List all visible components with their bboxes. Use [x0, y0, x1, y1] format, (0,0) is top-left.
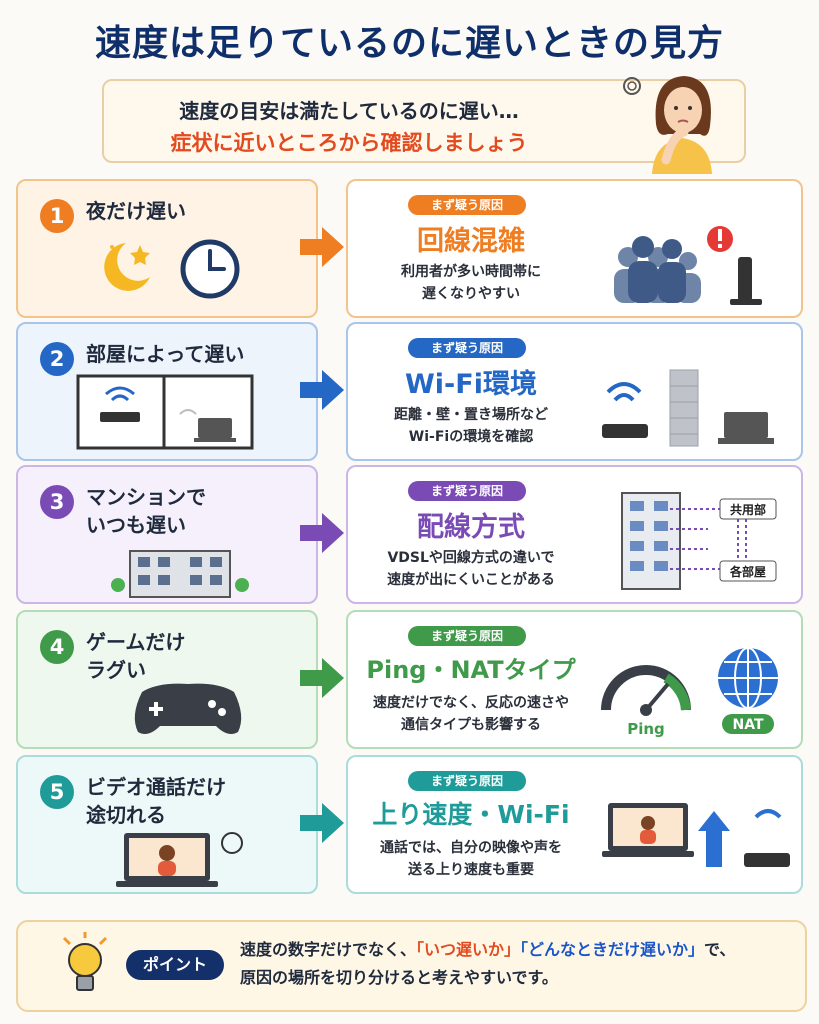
lightbulb-icon: [62, 932, 108, 991]
thinking-woman-icon: [623, 76, 712, 174]
building-icon: 共用部 各部屋: [621, 492, 777, 590]
cause-title: 回線混雑: [417, 226, 525, 257]
cause-title: 配線方式: [417, 512, 525, 543]
router-wall-laptop-icon: [602, 369, 774, 447]
intro-line-2: 症状に近いところから確認しましょう: [170, 131, 528, 155]
cause-badge: まず疑う原因: [408, 626, 526, 646]
point-badge: ポイント: [126, 950, 224, 980]
cause-card-4: まず疑う原因 Ping・NATタイプ 速度だけでなく、反応の速さや 通信タイプも…: [346, 610, 803, 749]
cause-description: 速度だけでなく、反応の速さや 通信タイプも影響する: [373, 695, 569, 733]
crowd-icon: [614, 226, 762, 305]
symptom-card-2: 2 部屋によって遅い: [16, 322, 318, 461]
clock-icon: [180, 239, 240, 299]
arrow-icon: [300, 227, 344, 267]
arrow-icon: [300, 370, 344, 410]
cause-description: 距離・壁・置き場所など Wi-Fiの環境を確認: [394, 407, 548, 445]
cause-description: 通話では、自分の映像や声を 送る上り速度も重要: [380, 840, 562, 878]
point-text-c: 原因の場所を切り分けると考えやすいです。: [240, 968, 558, 987]
gamepad-icon: [134, 683, 242, 734]
point-highlight-when: 「いつ遅いか」: [416, 940, 521, 959]
cause-card-5: まず疑う原因 上り速度・Wi-Fi 通話では、自分の映像や声を 送る上り速度も重…: [346, 755, 803, 894]
point-text-b: で、: [704, 940, 736, 959]
upload-icon: [602, 803, 790, 867]
arrow-icon: [300, 513, 344, 553]
cause-card-1: まず疑う原因 回線混雑 利用者が多い時間帯に 遅くなりやすい: [346, 179, 803, 318]
moon-stars-icon: [104, 243, 150, 291]
router-icon: [730, 257, 762, 305]
point-highlight-situation: 「どんなときだけ遅いか」: [520, 940, 705, 959]
step-number: 1: [40, 199, 74, 233]
each-room-label: 各部屋: [729, 564, 766, 579]
cause-badge: まず疑う原因: [408, 338, 526, 358]
row-4: 4 ゲームだけ ラグい まず疑う原因 Ping・NATタイプ 速度だけでなく、反…: [16, 610, 803, 749]
symptom-text: 夜だけ遅い: [86, 199, 186, 223]
cause-badge: まず疑う原因: [408, 771, 526, 791]
cause-description: 利用者が多い時間帯に 遅くなりやすい: [401, 264, 541, 302]
row-1: 1 夜だけ遅い まず疑う原因 回線混雑 利用者が多い時間帯に 遅くなりやすい: [16, 179, 803, 318]
step-number: 4: [40, 630, 74, 664]
point-box: ポイント 速度の数字だけでなく、「いつ遅いか」「どんなときだけ遅いか」で、 原因…: [16, 920, 807, 1012]
shared-label: 共用部: [730, 502, 766, 517]
cause-badge: まず疑う原因: [408, 481, 526, 501]
symptom-text: ゲームだけ ラグい: [86, 630, 186, 682]
symptom-card-4: 4 ゲームだけ ラグい: [16, 610, 318, 749]
cause-badge: まず疑う原因: [408, 195, 526, 215]
symptom-card-3: 3 マンションで いつも遅い: [16, 465, 318, 604]
symptom-text: ビデオ通話だけ 途切れる: [86, 775, 226, 827]
cause-card-2: まず疑う原因 Wi-Fi環境 距離・壁・置き場所など Wi-Fiの環境を確認: [346, 322, 803, 461]
row-3: 3 マンションで いつも遅い まず疑う原因 配線方式 VDSLや回線方式の違いで…: [16, 465, 803, 604]
ping-label: Ping: [627, 720, 665, 738]
arrow-icon: [300, 803, 344, 843]
cause-card-3: まず疑う原因 配線方式 VDSLや回線方式の違いで 速度が出にくいことがある 共…: [346, 465, 803, 604]
symptom-card-1: 1 夜だけ遅い: [16, 179, 318, 318]
cause-title: Wi-Fi環境: [405, 369, 537, 400]
point-text: 速度の数字だけでなく、「いつ遅いか」「どんなときだけ遅いか」で、 原因の場所を切…: [240, 936, 800, 992]
row-5: 5 ビデオ通話だけ 途切れる まず疑う原因 上り速度・Wi-Fi 通話では、自分…: [16, 755, 803, 894]
row-2: 2 部屋によって遅い まず疑う原因 Wi-Fi環境 距離・壁・置き場所など Wi…: [16, 322, 803, 461]
intro-line-1: 速度の目安は満たしているのに遅い…: [179, 99, 519, 123]
step-number: 2: [40, 342, 74, 376]
step-number: 5: [40, 775, 74, 809]
apartment-icon: [111, 550, 249, 598]
point-text-a: 速度の数字だけでなく、: [240, 940, 417, 959]
page-title: 速度は足りているのに遅いときの見方: [94, 23, 724, 64]
symptom-card-5: 5 ビデオ通話だけ 途切れる: [16, 755, 318, 894]
arrow-icon: [300, 658, 344, 698]
video-call-icon: [116, 832, 243, 887]
symptom-text: マンションで いつも遅い: [86, 485, 206, 537]
step-number: 3: [40, 485, 74, 519]
floorplan-icon: [76, 374, 254, 450]
cause-title: 上り速度・Wi-Fi: [372, 800, 570, 829]
cause-title: Ping・NATタイプ: [366, 656, 576, 684]
nat-label: NAT: [732, 717, 763, 733]
cause-description: VDSLや回線方式の違いで 速度が出にくいことがある: [387, 550, 555, 588]
intro-box: 速度の目安は満たしているのに遅い… 症状に近いところから確認しましょう: [102, 79, 746, 163]
gauge-globe-icon: Ping NAT: [601, 647, 778, 738]
symptom-text: 部屋によって遅い: [86, 342, 245, 366]
